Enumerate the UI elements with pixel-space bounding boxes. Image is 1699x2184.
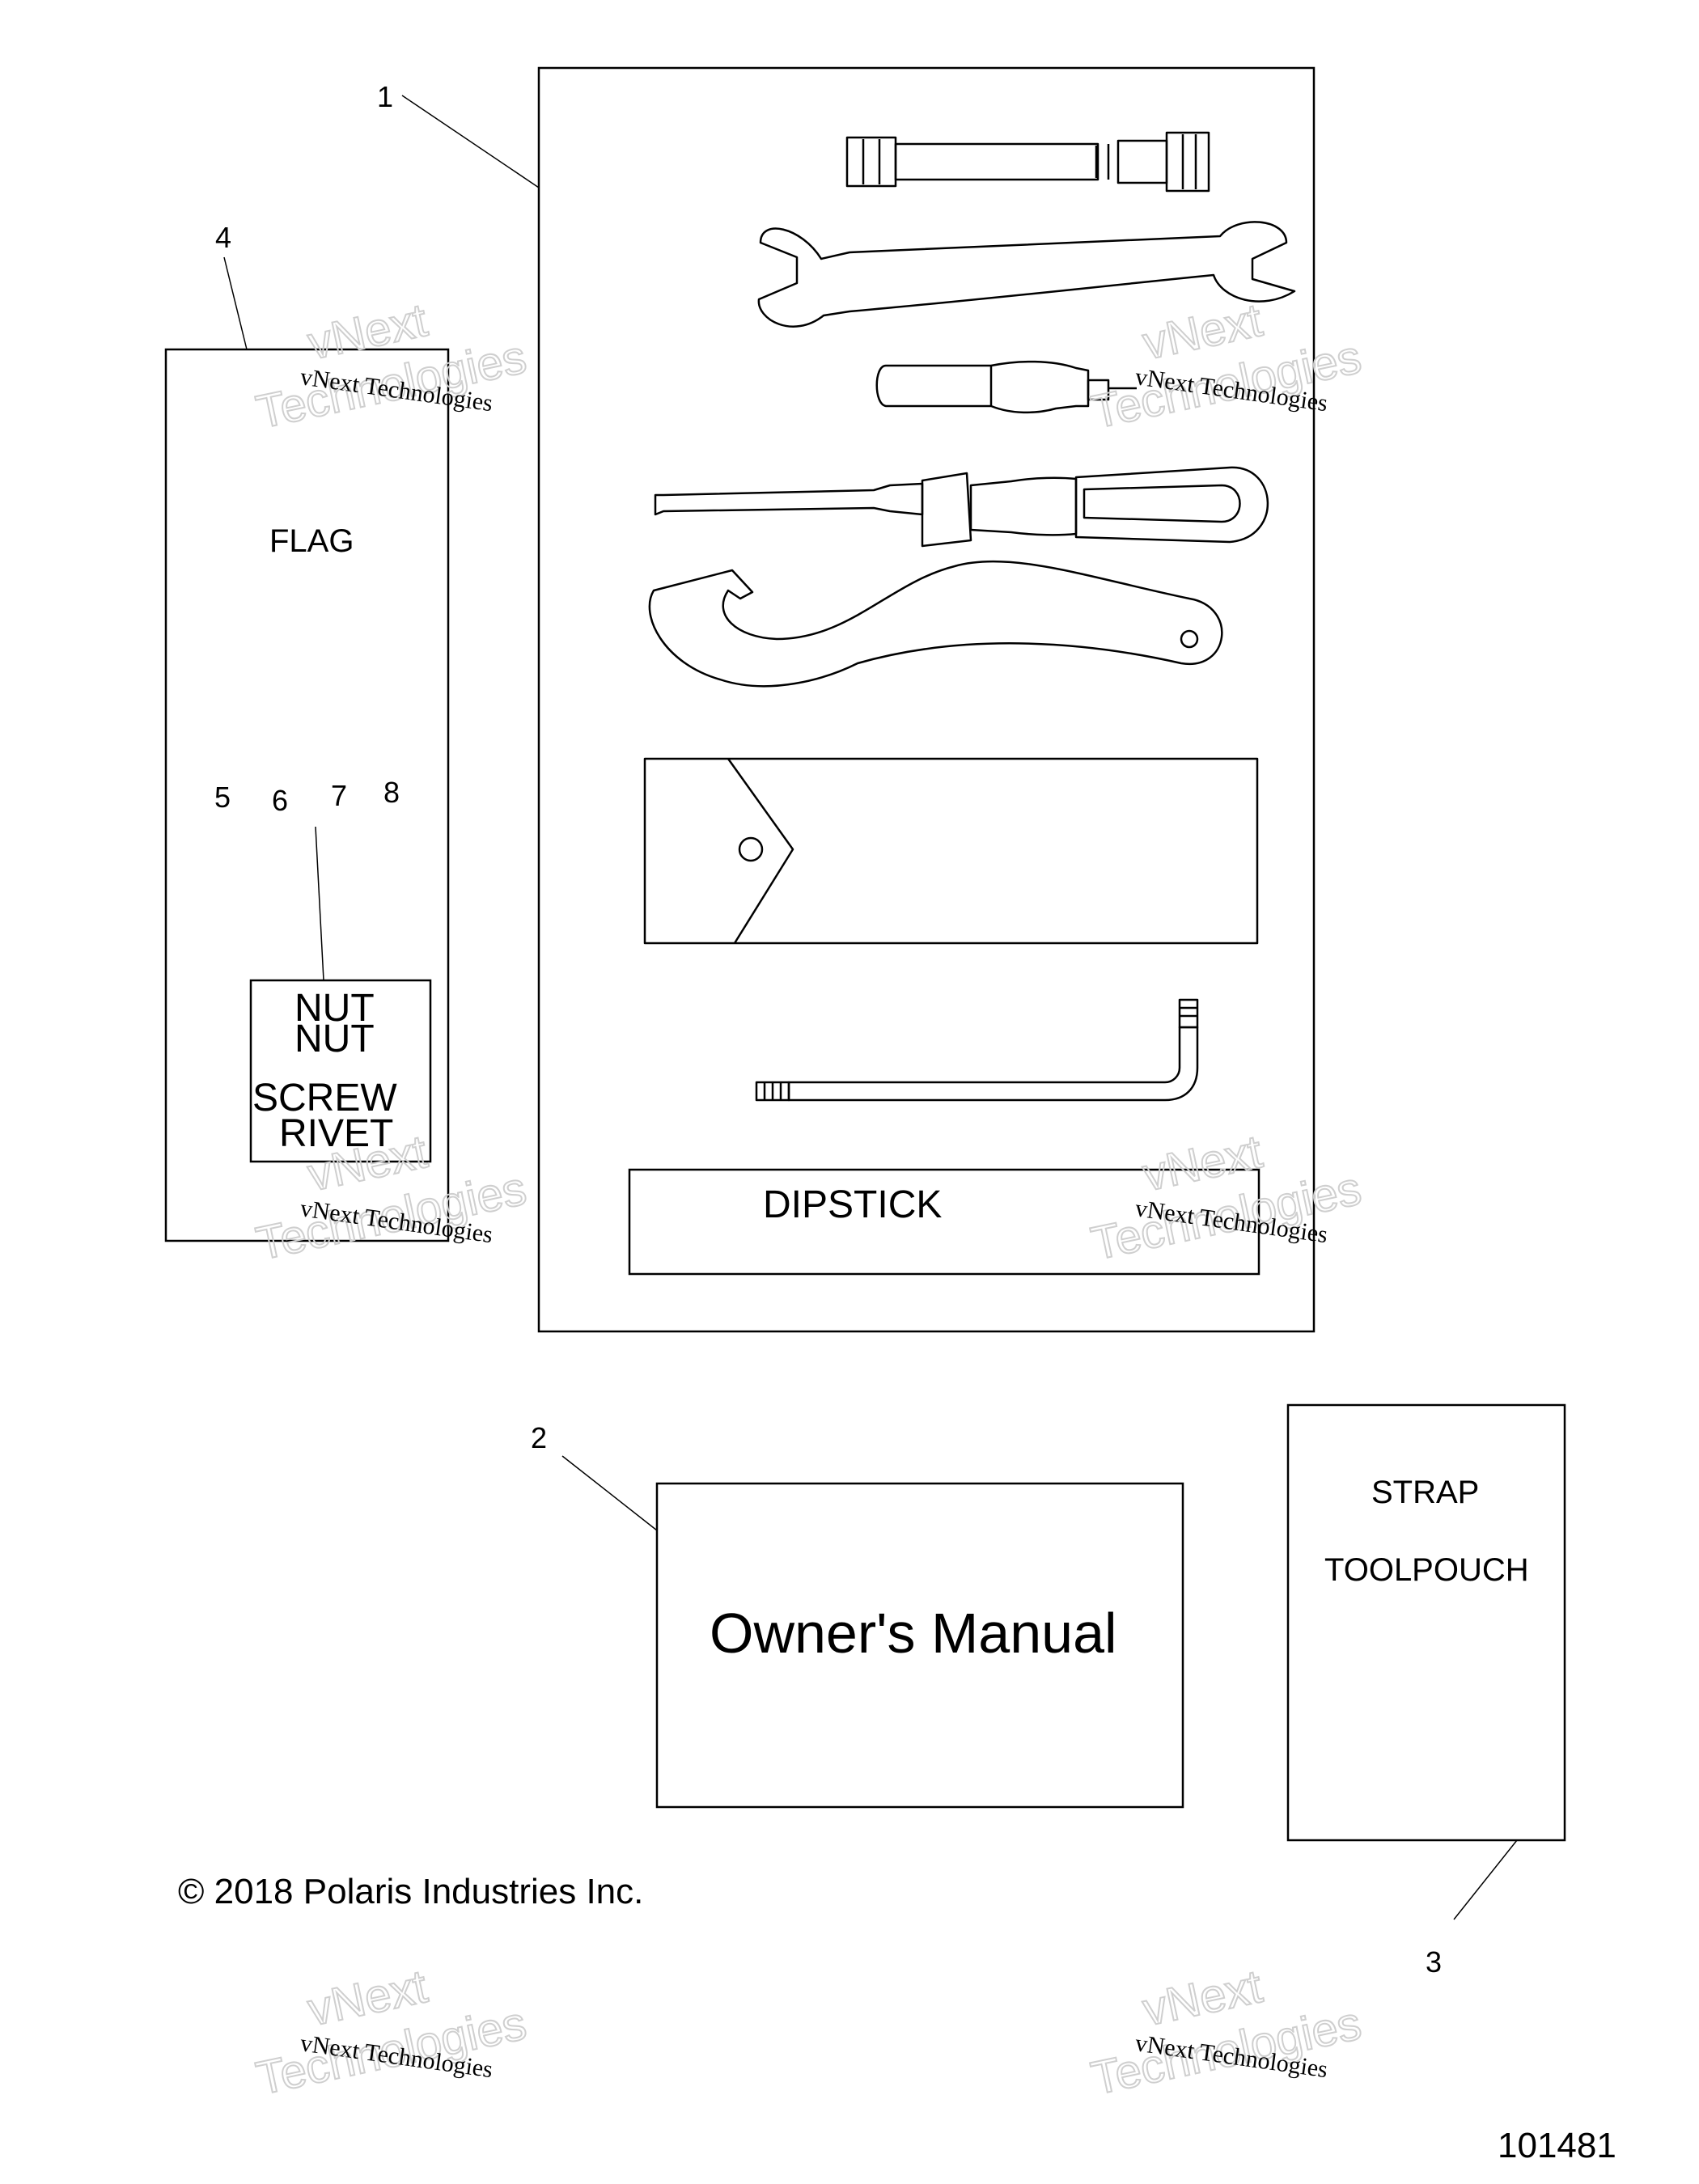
dipstick-label: DIPSTICK bbox=[763, 1183, 942, 1226]
open-end-wrench-icon bbox=[757, 221, 1296, 328]
hardware-box bbox=[249, 979, 432, 1163]
dipstick-box bbox=[628, 1168, 1260, 1276]
toolkit-box bbox=[537, 66, 1316, 1333]
strap-label: STRAP bbox=[1371, 1475, 1479, 1510]
flag-box bbox=[164, 348, 450, 1242]
toolpouch-box bbox=[1286, 1403, 1566, 1842]
leader-line-4 bbox=[223, 256, 248, 350]
tool-roll-icon bbox=[643, 757, 1259, 945]
owners-manual-label: Owner's Manual bbox=[710, 1602, 1117, 1665]
leader-line-2 bbox=[561, 1455, 658, 1531]
callout-8: 8 bbox=[383, 776, 400, 809]
callout-6: 6 bbox=[272, 784, 288, 817]
hex-key-icon bbox=[755, 998, 1199, 1102]
rivet-label: RIVET bbox=[279, 1112, 393, 1155]
callout-3: 3 bbox=[1426, 1945, 1442, 1979]
copyright-notice: © 2018 Polaris Industries Inc. bbox=[178, 1872, 643, 1911]
nut-label-1: NUT bbox=[294, 987, 375, 1030]
bit-driver-handle-icon bbox=[875, 360, 1137, 414]
callout-7: 7 bbox=[331, 779, 347, 812]
owners-manual-box bbox=[655, 1482, 1184, 1809]
flag-label: FLAG bbox=[269, 523, 354, 559]
leader-line-5-8 bbox=[315, 826, 324, 981]
toolpouch-label: TOOLPOUCH bbox=[1324, 1552, 1529, 1588]
callout-5: 5 bbox=[214, 781, 231, 814]
nut-label-2: NUT bbox=[294, 1018, 375, 1060]
callout-2: 2 bbox=[531, 1421, 547, 1454]
spanner-wrench-icon bbox=[648, 560, 1223, 688]
spark-plug-socket-icon bbox=[845, 131, 1210, 193]
figure-number: 101481 bbox=[1498, 2126, 1616, 2165]
callout-1: 1 bbox=[377, 80, 393, 113]
callout-4: 4 bbox=[215, 221, 231, 254]
screw-label: SCREW bbox=[252, 1077, 397, 1120]
leader-line-1 bbox=[401, 95, 540, 188]
leader-line-3 bbox=[1453, 1839, 1518, 1920]
screwdriver-icon bbox=[654, 466, 1269, 548]
